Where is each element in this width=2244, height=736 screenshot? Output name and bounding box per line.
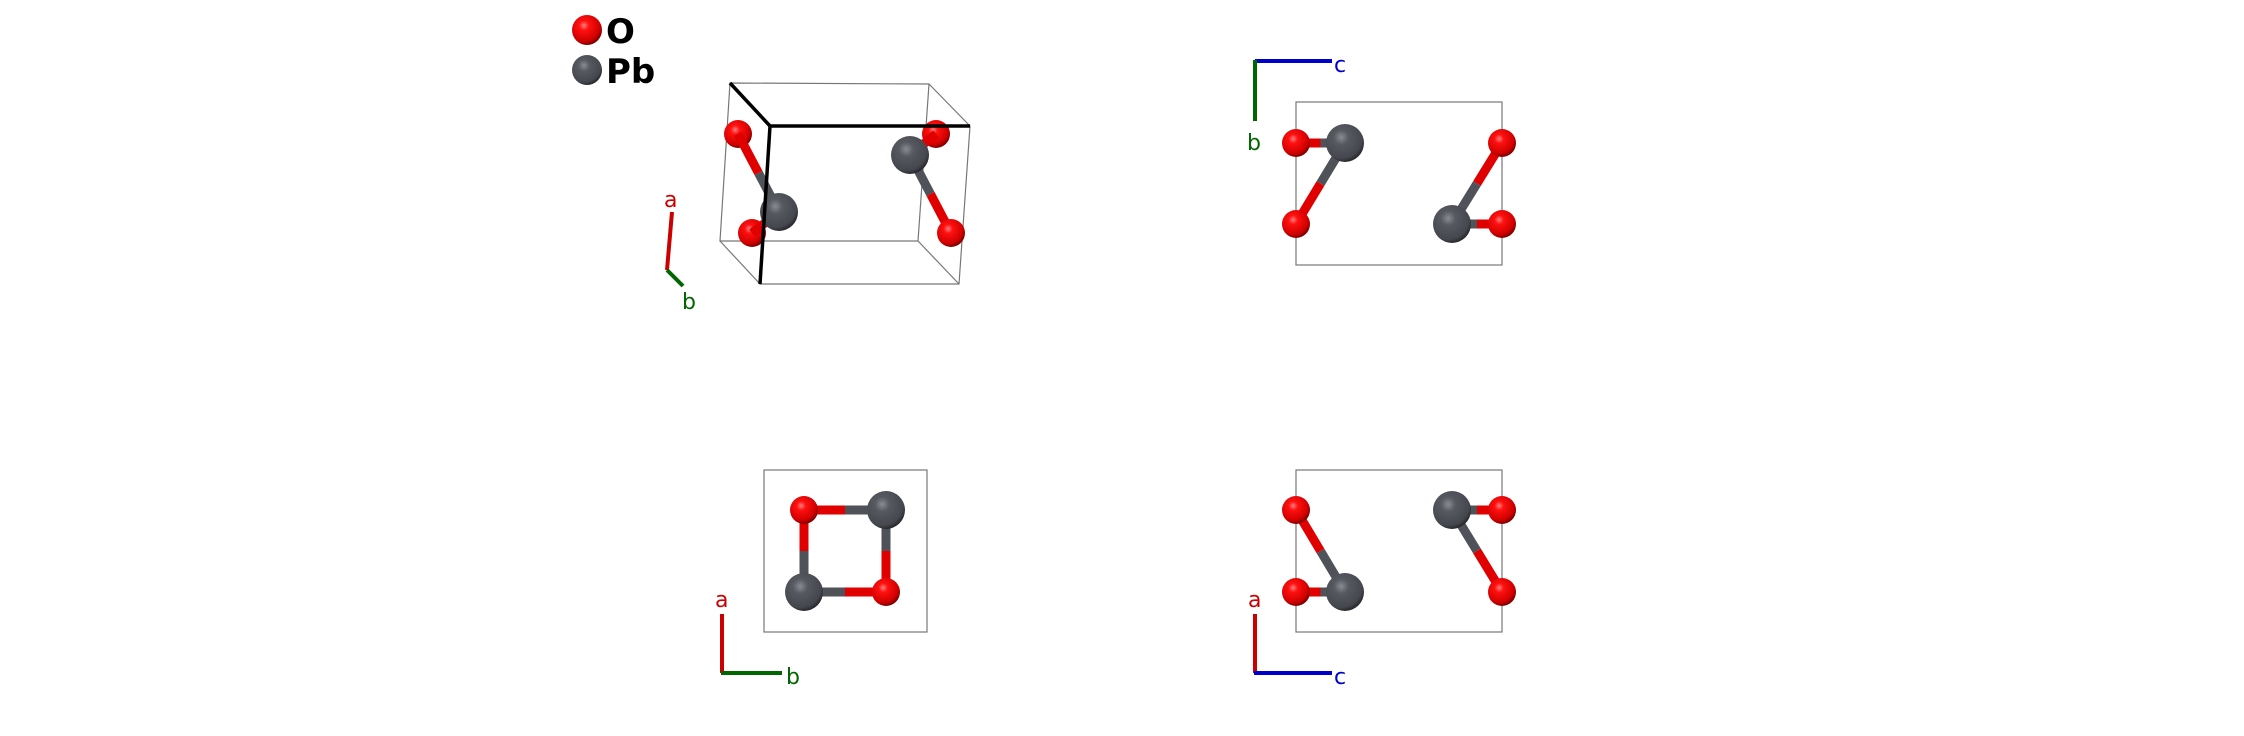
- oxygen-atom: [1488, 578, 1516, 606]
- oxygen-legend-sphere: [572, 15, 602, 45]
- view-along-a-panel: c b: [1247, 53, 1516, 266]
- lead-atom: [1326, 124, 1364, 162]
- lead-atom: [1326, 573, 1364, 611]
- oxygen-atom: [1282, 578, 1310, 606]
- lead-atom: [867, 491, 905, 529]
- oxygen-atom: [1282, 496, 1310, 524]
- oxygen-atom: [1282, 210, 1310, 238]
- axis-a-line: [665, 211, 674, 271]
- axis-b-line: [665, 268, 685, 288]
- axis-c-label: c: [1334, 53, 1346, 78]
- cell-axes-highlight: [728, 81, 970, 285]
- oxygen-atom: [872, 578, 900, 606]
- oxygen-atom: [1488, 129, 1516, 157]
- unit-cell: [1295, 101, 1503, 266]
- axis-a-label: a: [715, 588, 728, 613]
- perspective-view-panel: a b: [664, 81, 971, 315]
- lead-legend-sphere: [572, 55, 602, 85]
- unit-cell: [763, 469, 928, 633]
- oxygen-atom: [1488, 210, 1516, 238]
- axis-b-label: b: [682, 290, 696, 315]
- axis-a-label: a: [664, 188, 677, 213]
- lead-atom: [785, 573, 823, 611]
- oxygen-atom: [1488, 496, 1516, 524]
- lead-atom: [760, 193, 798, 231]
- axis-c-label: c: [1334, 665, 1346, 690]
- lead-atom: [1433, 205, 1471, 243]
- axis-indicator: a b: [715, 588, 800, 690]
- axis-indicator: a c: [1248, 588, 1346, 690]
- axis-b-label: b: [1247, 131, 1261, 156]
- axis-indicator: a b: [664, 188, 696, 315]
- axis-b-label: b: [786, 665, 800, 690]
- legend: O Pb: [572, 12, 655, 92]
- lead-atom: [891, 136, 929, 174]
- lead-atom: [1433, 491, 1471, 529]
- view-along-b-panel: a c: [1248, 469, 1516, 690]
- axis-indicator: c b: [1247, 53, 1346, 156]
- view-along-c-panel: a b: [715, 469, 928, 690]
- oxygen-atom: [790, 496, 818, 524]
- axis-a-label: a: [1248, 588, 1261, 613]
- legend-label-pb: Pb: [606, 52, 655, 92]
- oxygen-atom: [937, 219, 965, 247]
- oxygen-atom: [1282, 129, 1310, 157]
- legend-label-o: O: [606, 12, 635, 52]
- unit-cell: [1295, 469, 1503, 633]
